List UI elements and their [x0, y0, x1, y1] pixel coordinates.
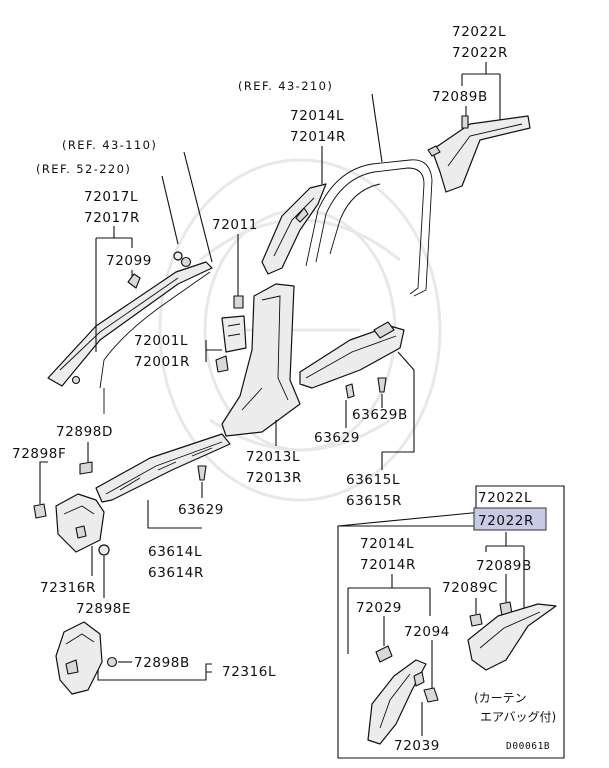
label-72001L: 72001L — [134, 333, 188, 349]
clip-72898F — [33, 503, 47, 519]
label-63629B: 63629B — [352, 407, 408, 423]
label-72898E: 72898E — [76, 601, 131, 617]
bolt-72011 — [233, 295, 244, 309]
label-72001R: 72001R — [134, 354, 190, 370]
b-pillar-lower-trim — [221, 283, 301, 437]
inset-label-72022L: 72022L — [478, 490, 532, 506]
label-ref-43-210: (REF. 43-210) — [238, 79, 333, 93]
inset-curtain-airbag: 72022L 72022R 72089B 72089C 72014L 72014… — [337, 485, 565, 759]
a-pillar-trim — [47, 261, 213, 414]
inset-highlight-72022R — [473, 507, 547, 531]
label-72022R-top: 72022R — [452, 45, 508, 61]
label-72898F: 72898F — [12, 446, 66, 462]
clip-72099-washer — [180, 256, 192, 268]
label-72316R: 72316R — [40, 580, 96, 596]
label-72022L-top: 72022L — [452, 24, 506, 40]
label-72099: 72099 — [106, 253, 152, 269]
inset-label-72089C: 72089C — [442, 580, 498, 596]
seat-belt-adjuster — [215, 315, 247, 373]
grommet-ref-52-220 — [173, 251, 183, 261]
label-72316L: 72316L — [222, 664, 276, 680]
label-63615R: 63615R — [346, 493, 402, 509]
inset-label-72029: 72029 — [356, 600, 402, 616]
label-72014R-top: 72014R — [290, 129, 346, 145]
inset-label-72014R: 72014R — [360, 557, 416, 573]
label-ref-43-110: (REF. 43-110) — [62, 138, 157, 152]
inset-note-line1: (カーテン — [474, 691, 527, 705]
label-ref-52-220: (REF. 52-220) — [36, 162, 131, 176]
label-63629-low: 63629 — [178, 502, 224, 518]
inset-part-72029 — [375, 645, 393, 663]
door-weatherstrip — [305, 159, 433, 297]
b-pillar-upper-trim — [261, 183, 327, 275]
kick-panel-left — [55, 621, 103, 695]
inset-label-72094: 72094 — [404, 624, 450, 640]
label-72898B: 72898B — [134, 655, 190, 671]
label-72013R: 72013R — [246, 470, 302, 486]
clip-72898E — [98, 544, 110, 556]
label-63614L: 63614L — [148, 544, 202, 560]
clip-63629B — [377, 377, 387, 393]
label-63614R: 63614R — [148, 565, 204, 581]
label-72014L-top: 72014L — [290, 108, 344, 124]
label-63629-mid: 63629 — [314, 430, 360, 446]
inset-clip-72089C — [469, 613, 483, 627]
inset-label-72022R: 72022R — [478, 513, 534, 529]
clip-72898B — [106, 656, 118, 668]
inset-part-72094 — [423, 687, 439, 703]
rear-pillar-trim-top — [427, 115, 531, 193]
clip-72898D — [79, 461, 93, 475]
diagram-code: D00061B — [506, 741, 550, 752]
label-72089B-top: 72089B — [432, 89, 488, 105]
front-scuff-plate — [95, 433, 231, 503]
label-72017L: 72017L — [84, 189, 138, 205]
inset-label-72039: 72039 — [394, 738, 440, 754]
inset-b-pillar-upper-trim — [367, 659, 427, 745]
inset-note-line2: エアバッグ付) — [480, 710, 556, 724]
label-72017R: 72017R — [84, 210, 140, 226]
label-72013L: 72013L — [246, 449, 300, 465]
inset-label-72014L: 72014L — [360, 536, 414, 552]
clip-63629-mid — [345, 383, 355, 399]
rear-scuff-plate — [299, 321, 405, 389]
label-63615L: 63615L — [346, 472, 400, 488]
label-72898D: 72898D — [56, 424, 113, 440]
clip-72089B-top — [461, 115, 469, 129]
label-72011: 72011 — [212, 217, 258, 233]
clip-72099 — [127, 273, 141, 289]
kick-panel-right — [55, 493, 105, 553]
inset-label-72089B: 72089B — [476, 558, 532, 574]
clip-63629-low — [197, 465, 207, 481]
inset-rear-pillar-trim — [467, 603, 557, 671]
